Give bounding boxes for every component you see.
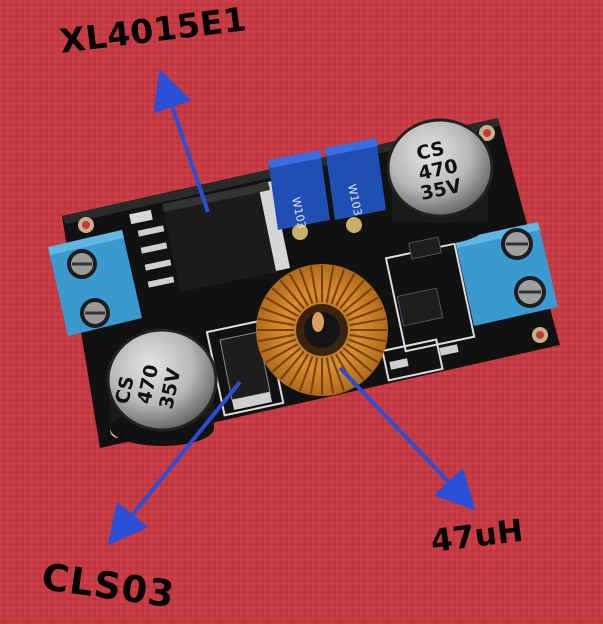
input-terminal-block <box>48 230 142 336</box>
copper-winding <box>330 355 346 392</box>
copper-winding <box>271 287 302 313</box>
smd-chip <box>408 236 442 260</box>
capacitor-bottom-left: CS 470 35V <box>106 328 218 446</box>
output-terminal-block <box>455 222 558 326</box>
xl4015-chip <box>162 181 290 292</box>
smd-led <box>129 209 153 225</box>
copper-winding <box>265 343 299 364</box>
trimmer-right: W103 <box>325 138 386 233</box>
trimmer-left-label: W103 <box>289 196 308 230</box>
smd-leads <box>137 225 175 288</box>
copper-winding <box>339 279 365 310</box>
copper-winding <box>347 306 384 322</box>
arrow-inductor <box>338 366 476 511</box>
copper-winding <box>309 265 319 303</box>
copper-winding <box>279 350 305 381</box>
copper-winding <box>271 347 302 373</box>
trimmer-right-label: W103 <box>345 183 364 217</box>
copper-winding <box>335 273 356 307</box>
copper-winding <box>345 343 379 364</box>
smd-chip <box>396 287 444 327</box>
copper-winding <box>330 268 346 305</box>
inductor-toroid <box>256 264 388 396</box>
arrow-chip <box>153 69 210 213</box>
copper-winding <box>257 317 295 327</box>
copper-winding <box>345 296 379 317</box>
copper-winding <box>260 338 297 354</box>
copper-winding <box>309 357 319 395</box>
copper-winding <box>288 353 309 387</box>
copper-winding <box>288 273 309 307</box>
smd-resistor <box>439 344 459 356</box>
copper-winding <box>298 268 314 305</box>
smd-resistor <box>389 358 409 370</box>
copper-winding <box>347 338 384 354</box>
capacitor-top-right: CS 470 35V <box>386 118 494 244</box>
copper-winding <box>260 306 297 322</box>
copper-winding <box>279 279 305 310</box>
trimmer-left: W103 <box>268 150 330 240</box>
copper-winding <box>342 347 373 373</box>
copper-winding <box>265 296 299 317</box>
cls03-diode <box>219 331 272 410</box>
copper-winding <box>325 357 335 395</box>
copper-winding <box>349 333 387 343</box>
copper-winding <box>342 287 373 313</box>
arrow-diode <box>107 380 242 546</box>
copper-winding <box>257 333 295 343</box>
copper-winding <box>349 317 387 327</box>
copper-winding <box>325 265 335 303</box>
copper-winding <box>298 355 314 392</box>
copper-winding <box>339 350 365 381</box>
